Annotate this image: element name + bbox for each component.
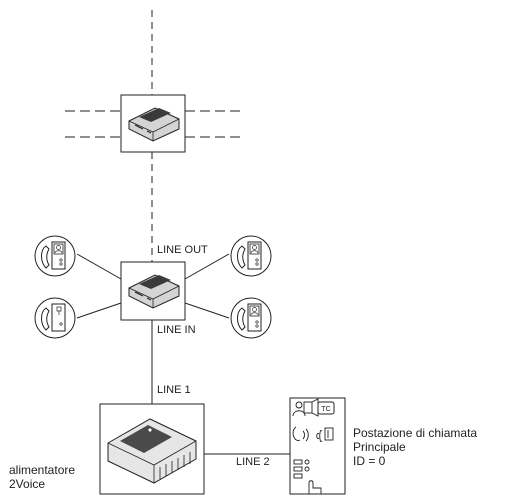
video-handset-icon [230,297,272,339]
line-out-label: LINE OUT [157,244,208,256]
line-2-label: LINE 2 [236,456,270,468]
power-supply-icon [107,418,197,484]
call-station-role: Principale [353,440,406,454]
top-branch-lines [65,110,240,138]
power-supply-name: alimentatore [9,463,76,477]
power-supply-model: 2Voice [9,477,46,491]
line-1-label: LINE 1 [157,384,191,396]
tc-badge [317,401,335,415]
line-in-label: LINE IN [157,324,196,336]
call-station-panel: TC [289,397,346,495]
video-handset-icon [230,235,272,277]
tc-badge-label: TC [321,406,330,413]
call-station-title: Postazione di chiamata [353,426,478,440]
monitor-wires [76,253,230,319]
audio-handset-icon [34,297,76,339]
video-handset-icon [34,235,76,277]
call-station-id: ID = 0 [353,454,386,468]
